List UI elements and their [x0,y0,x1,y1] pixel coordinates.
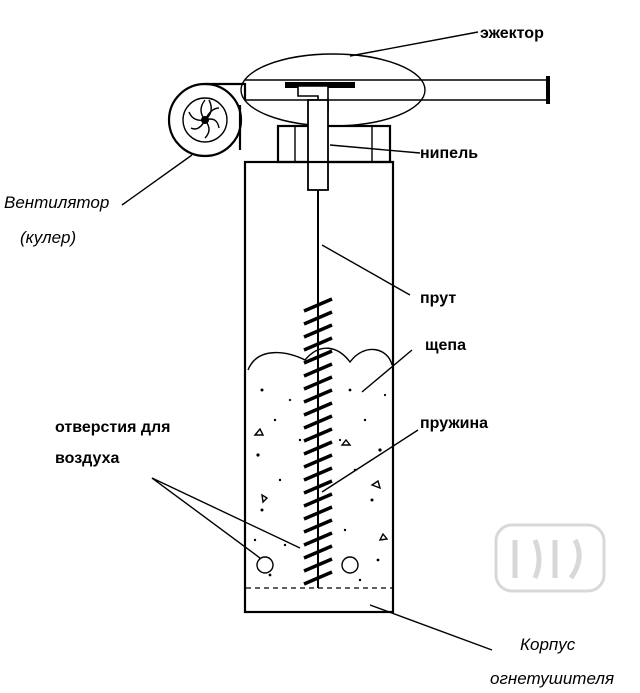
spring-coil-turn [303,401,333,417]
spring-coil [303,297,333,586]
spring-coil-turn [303,505,333,521]
label-holes-line1: отверстия для [55,419,171,436]
ejector-tube [245,76,550,111]
spring-coil-turn [303,336,333,352]
spring-coil-turn [303,297,333,313]
spring-coil-turn [303,466,333,482]
spring-coil-turn [303,323,333,339]
fan-icon [167,82,247,158]
spring-coil-turn [303,453,333,469]
label-body-line1: Корпус [520,635,576,654]
spring-coil-turn [303,375,333,391]
spring-coil-turn [303,492,333,508]
spring-coil-turn [303,349,333,365]
label-fan-line1: Вентилятор [4,193,109,212]
spring-coil-turn [303,427,333,443]
spring-coil-turn [303,310,333,326]
label-fan-line2: (кулер) [20,228,76,247]
label-holes-line2: воздуха [55,450,119,467]
spring-coil-turn [303,518,333,534]
spring-coil-turn [303,362,333,378]
spring-coil-turn [303,388,333,404]
wood-chips-fill [247,347,393,582]
label-rod: прут [420,290,456,307]
air-hole-right [341,556,359,574]
logo-watermark-icon [494,523,606,593]
air-hole-left [256,556,274,574]
label-chips: щепа [425,337,466,354]
leader-lines [121,31,493,651]
spring-coil-turn [303,531,333,547]
label-spring: пружина [420,415,488,432]
spring-coil-turn [303,557,333,573]
spring-coil-turn [303,414,333,430]
label-ejector: эжектор [480,25,544,42]
ejector-ellipse [240,53,426,127]
label-body-line2: огнетушителя [490,669,614,688]
spring-coil-turn [303,570,333,586]
spring-coil-turn [303,544,333,560]
spring-coil-turn [303,479,333,495]
label-nipple: нипель [420,145,478,162]
spring-coil-turn [303,440,333,456]
